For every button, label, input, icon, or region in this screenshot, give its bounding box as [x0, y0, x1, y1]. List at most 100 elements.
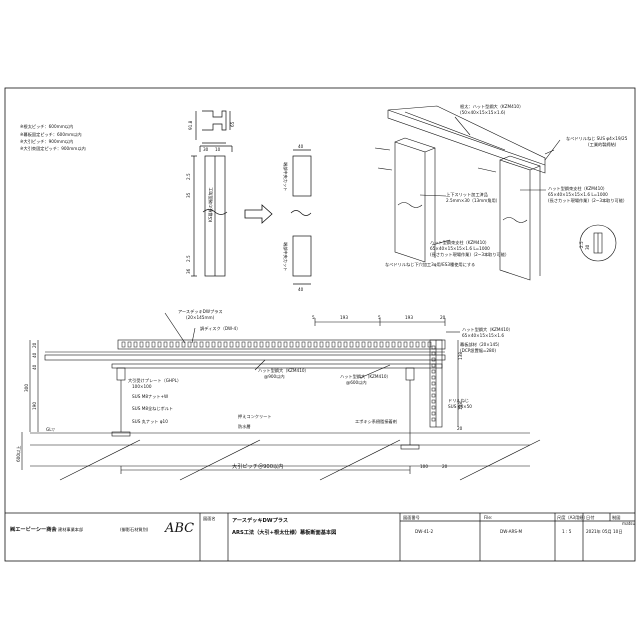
- hat-section-top: [195, 110, 231, 144]
- slat-mark: [385, 341, 390, 348]
- fascia-mark: [431, 387, 436, 392]
- slat-mark: [169, 341, 174, 348]
- dim-label: 20: [457, 426, 463, 431]
- slat-mark: [403, 341, 408, 348]
- slat-mark: [391, 341, 396, 348]
- dim-label: 5: [378, 315, 381, 320]
- dim-label: 600以上: [15, 446, 21, 462]
- slat-mark: [175, 341, 180, 348]
- slat-mark: [247, 341, 252, 348]
- drawing-sub: ARS工法（大引+根太仕様）幕板断面基本図: [232, 528, 336, 536]
- notes-block: ※根太ピッチ：600mm以内 ※幕板固定ピッチ：600mm以内 ※大引ピッチ：9…: [20, 123, 86, 152]
- main-label: 防水層: [238, 423, 251, 430]
- iso-label: 2.5mm×30（13mm角用）: [446, 197, 500, 204]
- slat-mark: [289, 341, 294, 348]
- fascia-mark: [431, 357, 436, 362]
- iso-label: 根太：ハット型鋼大（KZM410）: [460, 103, 523, 110]
- slat-mark: [313, 341, 318, 348]
- arrow-label: KS幕板の端面加工: [207, 187, 214, 222]
- slat-mark: [415, 341, 420, 348]
- slat-mark: [241, 341, 246, 348]
- dim-label: 190: [32, 402, 37, 410]
- slat-mark: [397, 341, 402, 348]
- main-label: ドリルねじ: [448, 398, 469, 404]
- main-label: SUS M8ナット+W: [132, 394, 168, 400]
- main-label: 65×40×15×15×1.6: [462, 333, 504, 338]
- dim-label: 300: [24, 384, 29, 392]
- dim-label: 20: [32, 342, 37, 348]
- slat-mark: [319, 341, 324, 348]
- dim-label: 5: [312, 315, 315, 320]
- date-label: 日付: [586, 514, 594, 521]
- iso-label: 65×40×15×15×1.6 L=1000: [548, 192, 608, 197]
- note-line: ※大引ピッチ：900mm以内: [20, 138, 73, 145]
- iso-label: ハット型鋼束支柱（KZM410）: [430, 239, 489, 246]
- file-name: DW-ARS-M: [500, 529, 523, 534]
- company-sub: 建材事業本部: [58, 526, 83, 533]
- slat-mark: [349, 341, 354, 348]
- iso-label: ハット型鋼束支柱（KZM410）: [548, 185, 607, 192]
- fascia-mark: [431, 351, 436, 356]
- fascia-mark: [431, 345, 436, 350]
- main-label: アースデッキDWプラス: [178, 308, 223, 315]
- slat-mark: [235, 341, 240, 348]
- note-line: ※大引束固定ピッチ：900mm以内: [20, 145, 86, 152]
- slat-mark: [409, 341, 414, 348]
- company-logo: ABC: [164, 521, 194, 536]
- slat-mark: [145, 341, 150, 348]
- scale-value: 1 : 5: [562, 529, 572, 534]
- slat-mark: [181, 341, 186, 348]
- slat-mark: [121, 341, 126, 348]
- process-arrow-icon: [244, 204, 273, 224]
- iso-label: (50×40×15×15×1.6): [460, 110, 506, 115]
- slat-mark: [283, 341, 288, 348]
- slat-mark: [163, 341, 168, 348]
- slat-mark: [421, 341, 426, 348]
- slat-mark: [271, 341, 276, 348]
- decking-slats: [121, 341, 436, 422]
- main-label: 幕板部材（20×145）: [460, 341, 502, 348]
- scale-label: 尺度（A3用紙）: [557, 514, 588, 521]
- gl-label: GL▽: [46, 427, 56, 432]
- slat-mark: [265, 341, 270, 348]
- main-label: エポキシ系樹脂接着剤: [355, 418, 397, 425]
- iso-label: (長さカット現場作業)（2~3本取り可能）: [548, 197, 627, 204]
- cut-label: 端部中央カット: [282, 162, 289, 191]
- main-label: @600以内: [346, 379, 367, 386]
- fascia-mark: [431, 369, 436, 374]
- dim-label: 193: [340, 315, 348, 320]
- drawing-no-label: 図面番号: [403, 514, 420, 521]
- pitch-label: 大引ピッチ＠900以内: [232, 462, 283, 470]
- slat-mark: [193, 341, 198, 348]
- drawing-name-label: 図面名: [203, 515, 216, 522]
- fascia-mark: [431, 405, 436, 410]
- dim-label: 91.8: [188, 120, 193, 130]
- main-label: (DCP設置幅=280): [460, 347, 496, 354]
- main-label: ハット型鋼大（KZM410）: [258, 367, 309, 374]
- note-line: ※幕板固定ピッチ：600mm以内: [20, 131, 82, 138]
- dim-label: 2.5: [186, 173, 191, 180]
- dim-label: 20: [442, 464, 448, 469]
- slat-mark: [295, 341, 300, 348]
- iso-label: 上下スリット加工済品: [446, 191, 488, 198]
- slat-mark: [337, 341, 342, 348]
- slat-mark: [133, 341, 138, 348]
- isometric-view: [374, 105, 561, 281]
- iso-label: 65×40×15×15×1.6 L=1000: [430, 246, 490, 251]
- slat-mark: [217, 341, 222, 348]
- slat-mark: [355, 341, 360, 348]
- slat-mark: [379, 341, 384, 348]
- fascia-mark: [431, 381, 436, 386]
- iso-label: (工業的製締結): [588, 141, 617, 148]
- main-label: ハット型鋼大（KZM410）: [340, 373, 391, 380]
- drawing-frame: [4, 87, 636, 562]
- main-label: SUS φ4×50: [448, 404, 472, 409]
- author-label: 制図: [612, 514, 620, 521]
- slat-mark: [229, 341, 234, 348]
- fascia-mark: [431, 375, 436, 380]
- slat-mark: [139, 341, 144, 348]
- dim-label: 40: [298, 144, 304, 149]
- detail-circle: [579, 224, 617, 262]
- main-label: 押えコンクリート: [238, 413, 272, 420]
